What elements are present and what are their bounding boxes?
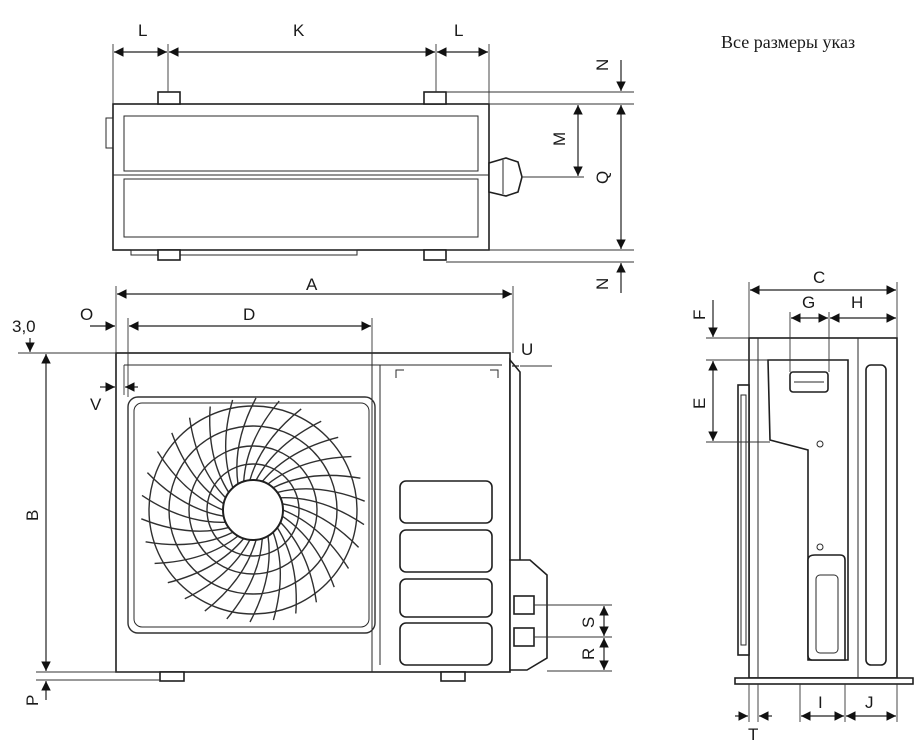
label-J: J	[865, 693, 874, 712]
fan-spoke	[280, 497, 365, 526]
fan-spoke	[204, 539, 257, 612]
louver-panel-2	[399, 529, 493, 573]
fan-spoke	[261, 436, 339, 482]
valve-cover	[509, 559, 548, 671]
top-view-side-tab	[105, 117, 114, 149]
fan-spoke	[167, 538, 245, 584]
service-valve-lower	[513, 627, 535, 647]
fan-spoke	[236, 397, 257, 485]
fan-spoke	[249, 408, 302, 481]
valve-connector	[488, 157, 523, 197]
label-O: O	[80, 305, 93, 324]
fan-spoke	[154, 535, 239, 565]
fan-spoke	[277, 488, 365, 502]
front-view	[115, 352, 548, 682]
fan-spoke	[156, 451, 224, 511]
front-foot-right	[440, 671, 466, 682]
label-L-right: L	[454, 21, 463, 40]
dimensions-note: Все размеры указ	[721, 32, 855, 52]
fan-spoke	[188, 417, 227, 499]
label-G: G	[802, 293, 815, 312]
label-U: U	[521, 340, 533, 359]
side-rear-fins	[737, 384, 750, 656]
fan-spoke	[281, 515, 335, 588]
service-valve-upper	[513, 595, 535, 615]
fan-spoke	[276, 527, 297, 614]
label-N-bottom: N	[593, 278, 612, 290]
fan-spoke	[272, 474, 361, 489]
top-dimensions: L K L	[112, 21, 490, 104]
top-view-base-plate	[130, 249, 358, 256]
fan-grille	[141, 397, 365, 623]
label-Q: Q	[593, 171, 612, 184]
fan-spoke	[282, 509, 350, 569]
label-B: B	[23, 510, 42, 521]
top-foot-left-upper	[157, 91, 181, 105]
side-handle-bottom	[807, 554, 846, 661]
side-dimensions: C G H F E T I J	[690, 268, 898, 742]
fan-grille-frame	[127, 396, 376, 634]
top-foot-right-lower	[423, 249, 447, 261]
fan-spoke	[272, 532, 282, 621]
side-view	[734, 337, 914, 685]
label-C: C	[813, 268, 825, 287]
fan-spoke	[267, 455, 352, 485]
label-K: K	[293, 21, 305, 40]
label-H: H	[851, 293, 863, 312]
front-foot-left	[159, 671, 185, 682]
label-P: P	[23, 695, 42, 706]
label-N-top: N	[593, 59, 612, 71]
fan-spoke	[255, 420, 322, 481]
label-F: F	[690, 310, 709, 320]
fan-hub	[222, 479, 284, 541]
top-view-panel-upper	[123, 115, 479, 172]
top-foot-left-lower	[157, 249, 181, 261]
label-S: S	[579, 617, 598, 628]
fan-spoke	[145, 531, 234, 546]
label-M: M	[550, 132, 569, 146]
front-side-panel	[509, 357, 521, 567]
label-E: E	[690, 398, 709, 409]
fan-spoke	[243, 400, 280, 482]
louver-panel-3	[399, 578, 493, 618]
top-view	[105, 91, 523, 261]
fan-spoke	[209, 406, 230, 493]
top-right-dimensions: N M Q N	[446, 59, 634, 293]
fan-spoke	[141, 494, 226, 523]
louver-panel-4	[399, 622, 493, 666]
fan-spoke	[146, 472, 224, 517]
label-D: D	[243, 305, 255, 324]
fan-spoke	[279, 521, 318, 603]
label-R: R	[579, 648, 598, 660]
fan-spoke	[249, 535, 270, 623]
front-dimensions: A D O 3,0 B P V U S R	[12, 275, 612, 706]
side-right-slot	[865, 364, 887, 666]
fan-spoke	[141, 518, 229, 532]
label-L-left: L	[138, 21, 147, 40]
fan-spoke	[184, 539, 251, 600]
label-I: I	[818, 693, 823, 712]
fan-spoke	[226, 538, 263, 620]
louver-panel-1	[399, 480, 493, 524]
screw-upper	[816, 440, 824, 448]
fan-spoke	[171, 432, 225, 505]
fan-spoke	[224, 399, 234, 488]
label-V: V	[90, 395, 102, 414]
label-T: T	[748, 725, 758, 742]
top-view-panel-lower	[123, 178, 479, 238]
fan-spoke	[282, 503, 360, 548]
label-A: A	[306, 275, 318, 294]
label-gap: 3,0	[12, 317, 36, 336]
top-view-body	[112, 103, 490, 251]
side-base-plate	[734, 677, 914, 685]
screw-lower	[816, 543, 824, 551]
top-foot-right-upper	[423, 91, 447, 105]
